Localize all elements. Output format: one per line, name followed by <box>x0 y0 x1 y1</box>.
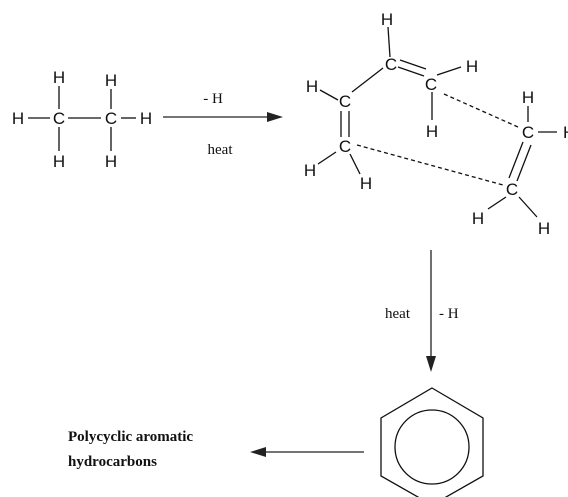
ethylene-hydrogen-right-down: H <box>538 219 550 238</box>
ethylene-double-bond-b <box>516 144 532 182</box>
arrow-step-2: heat - H <box>385 250 459 372</box>
arrow-2-label-left: heat <box>385 306 411 322</box>
benzene-ring <box>380 387 484 497</box>
butadiene-double-bond-1a <box>397 66 425 77</box>
ethylene-carbon-1: C <box>522 123 534 142</box>
butadiene-carbon-4: C <box>339 137 351 156</box>
butadiene-bond-h-c4-down <box>349 153 361 175</box>
arrow-1-label-top: - H <box>203 91 223 107</box>
ethylene-bond-h-left <box>487 196 507 210</box>
ethane-hydrogen-c2-top: H <box>105 71 117 90</box>
butadiene-double-bond-1b <box>399 59 427 70</box>
butadiene-hydrogen-c4-down: H <box>360 174 372 193</box>
ethane-hydrogen-c1-top: H <box>53 68 65 87</box>
butadiene-hydrogen-c4-left: H <box>304 161 316 180</box>
butadiene-carbon-2: C <box>385 55 397 74</box>
butadiene-bond-h-c3 <box>436 66 462 76</box>
ethane-hydrogen-c2-bottom: H <box>105 152 117 171</box>
ethylene-hydrogen-left: H <box>472 209 484 228</box>
arrow-2-label-right: - H <box>439 306 459 322</box>
dashed-bond-lower <box>356 144 504 186</box>
butadiene-carbon-1: C <box>339 92 351 111</box>
ethane-hydrogen-c1-bottom: H <box>53 152 65 171</box>
ethane-hydrogen-left: H <box>12 109 24 128</box>
ethane-molecule: C C H H H H H H <box>12 68 152 171</box>
butadiene-bond-single <box>351 67 384 93</box>
ethylene-hydrogen-right: H <box>563 123 568 142</box>
butadiene-hydrogen-top: H <box>381 10 393 29</box>
product-label-line-1: Polycyclic aromatic <box>68 429 193 445</box>
dashed-bond-upper <box>443 93 519 128</box>
arrow-3-head <box>250 447 266 457</box>
product-label: Polycyclic aromatic hydrocarbons <box>68 429 193 470</box>
ethylene-double-bond-a <box>508 141 524 179</box>
benzene-aromatic-circle <box>394 409 470 485</box>
ethylene-hydrogen-top: H <box>522 88 534 107</box>
butadiene-bond-h-top <box>387 26 391 58</box>
intermediate-complex: H C C H H H C C H H H C H C H H <box>304 10 568 238</box>
butadiene-hydrogen-c1: H <box>306 77 318 96</box>
benzene-hexagon <box>380 387 484 497</box>
butadiene-carbon-3: C <box>425 75 437 94</box>
butadiene-hydrogen-c3-right: H <box>466 57 478 76</box>
ethylene-carbon-2: C <box>506 180 518 199</box>
butadiene-bond-h-c4-left <box>317 151 337 165</box>
arrow-1-label-bottom: heat <box>208 142 234 158</box>
ethylene-bond-h-right-down <box>518 196 538 218</box>
product-label-line-2: hydrocarbons <box>68 454 157 470</box>
arrow-1-head <box>267 112 283 122</box>
arrow-step-1: - H heat <box>163 91 283 158</box>
ethane-hydrogen-right: H <box>140 109 152 128</box>
arrow-2-head <box>426 356 436 372</box>
ethane-carbon-1: C <box>53 109 65 128</box>
butadiene-hydrogen-c3-down: H <box>426 122 438 141</box>
arrow-step-3 <box>250 447 364 457</box>
ethane-carbon-2: C <box>105 109 117 128</box>
butadiene-bond-h-c1 <box>319 89 339 101</box>
